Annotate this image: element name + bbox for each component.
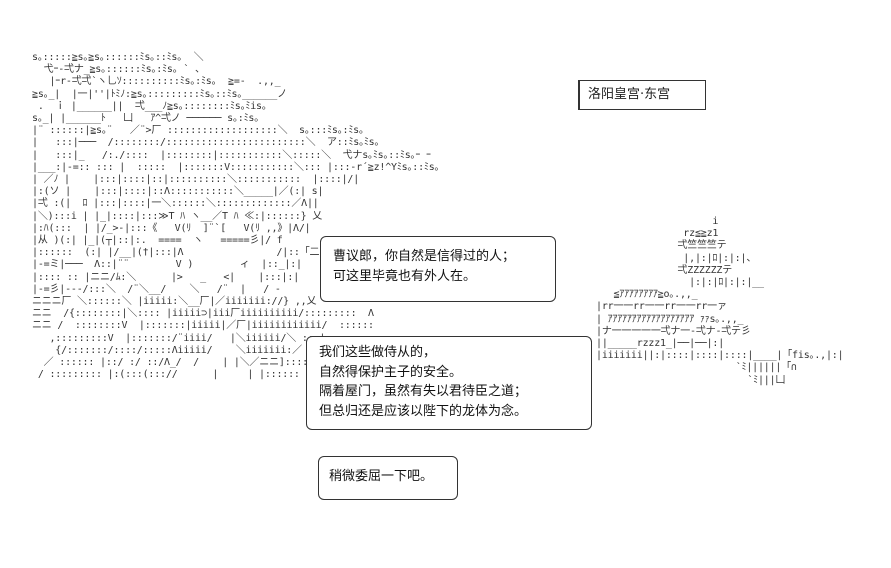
ascii-art-left-figures: s｡:::::≧s｡≧s｡::::::ﾐs｡::ﾐs｡ ＼ 弋ｰ-弌ナ_≧s｡:… — [32, 52, 440, 381]
speech-bubble-3: 稍微委屈一下吧。 — [318, 456, 458, 500]
dialogue-line: 隔着屋门，虽然有失以君待臣之道； — [319, 384, 528, 399]
speech-bubble-1: 曹议郎，你自然是信得过的人； 可这里毕竟也有外人在。 — [320, 236, 556, 302]
dialogue-line: 自然得保护主子的安全。 — [319, 364, 463, 380]
dialogue-line: 但总归还是应该以陛下的龙体为念。 — [319, 403, 528, 419]
speech-bubble-2: 我们这些做侍从的， 自然得保护主子的安全。 隔着屋门，虽然有失以君待臣之道； 但… — [306, 336, 592, 430]
dialogue-line: 曹议郎，你自然是信得过的人； — [333, 249, 516, 264]
dialogue-line: 我们这些做侍从的， — [319, 345, 437, 360]
location-caption: 洛阳皇宫·东宫 — [578, 80, 706, 110]
ascii-art-right-building: i rz≦≧z1 弌竺竺竺テ |,|:|ﾛ|:|:|、 弌ZZZZZZテ |:|… — [596, 216, 844, 386]
dialogue-line: 可这里毕竟也有外人在。 — [333, 269, 477, 284]
dialogue-line: 稍微委屈一下吧。 — [329, 469, 434, 484]
